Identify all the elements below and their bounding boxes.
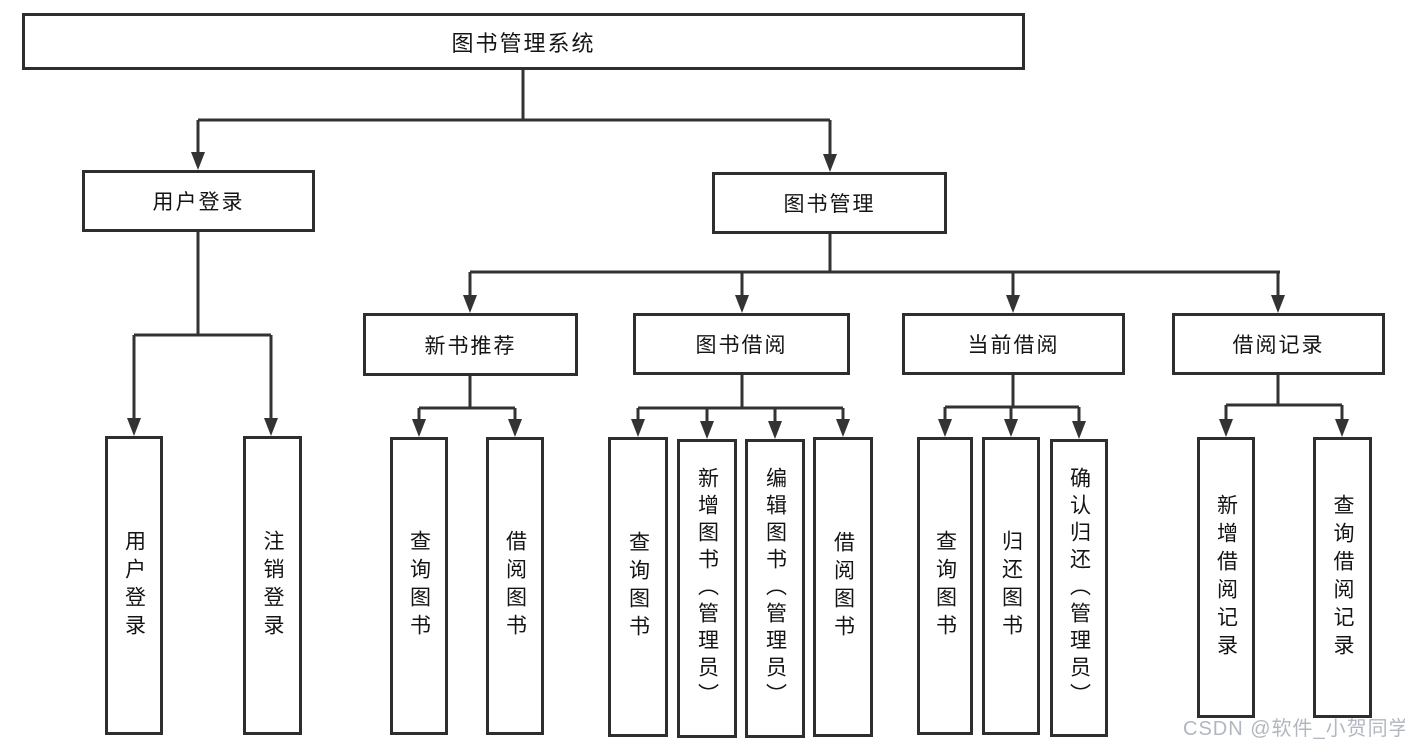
node-label: 查询图书 xyxy=(933,530,957,642)
node-library-management-system: 图书管理系统 xyxy=(22,13,1025,70)
leaf-logout: 注销登录 xyxy=(243,436,302,735)
node-label: 注销登录 xyxy=(261,529,284,642)
node-label: 借阅图书 xyxy=(831,531,855,643)
node-label: 借阅图书 xyxy=(503,530,527,642)
node-borrowing-records: 借阅记录 xyxy=(1172,313,1385,375)
node-book-borrowing: 图书借阅 xyxy=(633,313,850,375)
node-book-management: 图书管理 xyxy=(712,172,947,234)
leaf-query-books-current: 查询图书 xyxy=(917,437,973,735)
node-label: 新增图书（管理员） xyxy=(695,467,719,710)
node-label: 查询图书 xyxy=(626,531,650,643)
node-label: 图书借阅 xyxy=(695,334,788,357)
node-label: 新增借阅记录 xyxy=(1214,493,1238,662)
node-label: 用户登录 xyxy=(152,191,245,214)
node-label: 图书管理 xyxy=(783,193,876,216)
leaf-return-books: 归还图书 xyxy=(982,437,1040,735)
leaf-edit-books-admin: 编辑图书（管理员） xyxy=(745,439,805,738)
leaf-add-borrow-record: 新增借阅记录 xyxy=(1197,437,1255,718)
leaf-add-books-admin: 新增图书（管理员） xyxy=(677,439,737,738)
leaf-query-books-borrowing: 查询图书 xyxy=(608,437,668,737)
leaf-confirm-return-admin: 确认归还（管理员） xyxy=(1050,439,1108,737)
node-label: 编辑图书（管理员） xyxy=(763,467,787,710)
node-label: 归还图书 xyxy=(999,530,1023,642)
leaf-query-borrow-record: 查询借阅记录 xyxy=(1313,437,1372,718)
node-user-login: 用户登录 xyxy=(82,170,315,232)
node-label: 图书管理系统 xyxy=(451,30,596,56)
leaf-borrow-books-borrowing: 借阅图书 xyxy=(813,437,873,737)
leaf-user-login: 用户登录 xyxy=(105,436,163,735)
node-label: 当前借阅 xyxy=(967,334,1060,357)
csdn-watermark: CSDN @软件_小贺同学 xyxy=(1183,718,1405,740)
arrowheads xyxy=(127,152,1349,439)
node-label: 查询图书 xyxy=(407,530,431,642)
node-current-borrowing: 当前借阅 xyxy=(902,313,1125,375)
node-label: 借阅记录 xyxy=(1232,334,1325,357)
leaf-query-books-recommend: 查询图书 xyxy=(390,437,448,735)
node-new-book-recommendation: 新书推荐 xyxy=(363,313,578,376)
node-label: 确认归还（管理员） xyxy=(1067,466,1091,710)
node-label: 用户登录 xyxy=(122,529,146,642)
leaf-borrow-books-recommend: 借阅图书 xyxy=(486,437,544,735)
node-label: 新书推荐 xyxy=(424,334,517,358)
node-label: 查询借阅记录 xyxy=(1331,493,1354,662)
